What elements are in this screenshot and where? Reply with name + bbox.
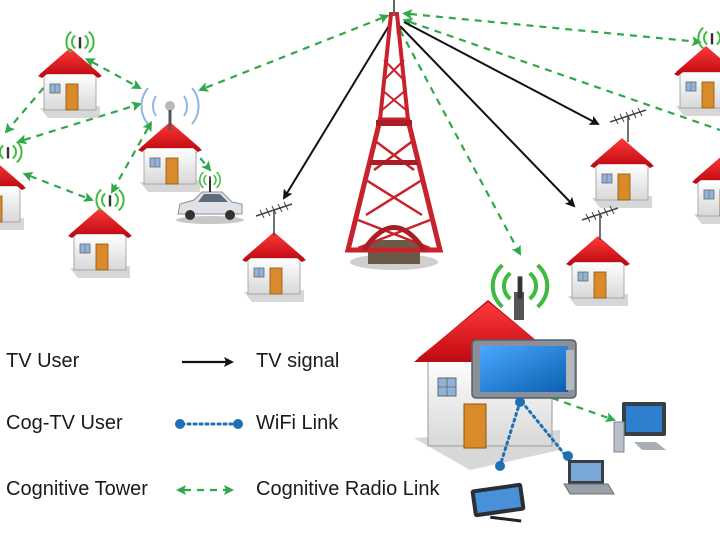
- antenna-icon: [255, 201, 293, 237]
- link-left-house-to-house3: [22, 172, 94, 202]
- desktop-icon: [613, 402, 666, 453]
- house-icon: [0, 159, 27, 231]
- tablet-icon: [470, 482, 526, 523]
- legend-tv-user-label: TV User: [6, 350, 80, 372]
- link-tower-to-cognitive-tower: [198, 14, 390, 92]
- wifi-link-node: [515, 397, 525, 407]
- wifi-waves-icon: [697, 26, 720, 50]
- tv-signal-to-center-house: [282, 23, 391, 200]
- legend-wifi-node-right: [233, 419, 243, 429]
- wifi-waves-icon: [95, 188, 125, 212]
- house-icon: [673, 45, 720, 117]
- car-icon: [176, 180, 244, 224]
- house-icon: [37, 47, 103, 119]
- house-icon: [137, 121, 203, 193]
- link-house1-to-cognitive-tower: [84, 58, 142, 89]
- tv-signal-links: [282, 21, 600, 208]
- tower-icon: [344, 0, 444, 270]
- laptop-icon: [563, 460, 615, 495]
- wifi-link-node: [495, 461, 505, 471]
- legend-cognitive-tower-label: Cognitive Tower: [6, 478, 148, 500]
- link-cog-tv-to-desktop: [544, 393, 616, 423]
- antenna-icon: [581, 205, 619, 241]
- legend-cognitive-radio-link-label: Cognitive Radio Link: [256, 478, 440, 500]
- tv-screen-icon: [471, 339, 577, 399]
- wifi-link-node: [563, 451, 573, 461]
- legend-wifi-node-left: [175, 419, 185, 429]
- tv-signal-to-right-house-upper: [403, 21, 600, 125]
- wifi-link-to-tablet: [498, 400, 522, 468]
- wifi-link-to-laptop: [520, 400, 568, 458]
- house-icon: [691, 153, 720, 225]
- cognitive-tower-antenna-icon: [140, 87, 200, 130]
- tv-signal-to-right-house-lower: [399, 25, 576, 208]
- wifi-waves-icon: [0, 140, 23, 164]
- antenna-icon: [609, 107, 647, 143]
- legend-cog-tv-user-label: Cog-TV User: [6, 412, 123, 434]
- link-tower-to-top-right-house: [402, 9, 702, 47]
- legend-wifi-link-label: WiFi Link: [256, 412, 339, 434]
- cognitive-radio-links: [4, 9, 720, 423]
- legend-tv-signal-label: TV signal: [256, 350, 340, 372]
- house-icon: [565, 235, 631, 307]
- link-tower-to-right-house: [402, 17, 720, 132]
- legend-symbols: [175, 357, 243, 495]
- link-tower-to-cog-tv-house: [396, 22, 521, 256]
- house-icon: [241, 231, 307, 303]
- house-icon: [589, 137, 655, 209]
- wifi-links: [498, 400, 568, 468]
- house-icon: [67, 207, 133, 279]
